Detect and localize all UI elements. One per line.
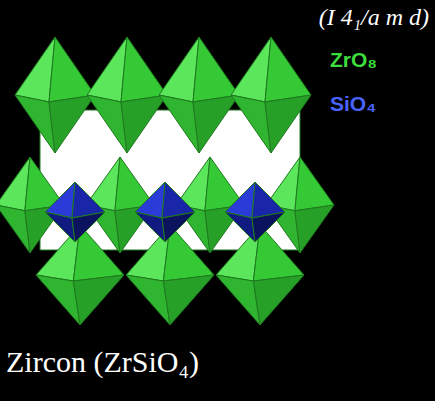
- zro8-polyhedron: [49, 37, 95, 102]
- space-group: (I 4₁/a m d): [319, 4, 429, 31]
- mineral-caption: Zircon (ZrSiO₄): [6, 345, 199, 379]
- zro8-polyhedron: [49, 95, 95, 153]
- zro8-polyhedron: [193, 95, 239, 153]
- zro8-polyhedron: [15, 37, 55, 102]
- zro8-polyhedron: [121, 95, 167, 153]
- sio4-tetrahedron: [72, 212, 105, 242]
- zro8-polyhedron: [231, 37, 271, 102]
- zro8-polyhedron: [73, 275, 124, 325]
- sio4-tetrahedron: [45, 212, 75, 242]
- zro8-label: ZrO₈: [330, 48, 377, 72]
- zro8-polyhedron: [253, 275, 304, 325]
- zro8-polyhedron: [159, 37, 199, 102]
- zro8-polyhedron: [193, 37, 239, 102]
- zro8-polyhedron: [121, 37, 167, 102]
- sio4-tetrahedron: [225, 212, 255, 242]
- zro8-polyhedron: [87, 37, 127, 102]
- sio4-label: SiO₄: [330, 92, 376, 116]
- sio4-tetrahedron: [252, 212, 285, 242]
- sio4-tetrahedron: [162, 212, 195, 242]
- zro8-polyhedron: [163, 275, 214, 325]
- sio4-tetrahedron: [135, 212, 165, 242]
- zro8-polyhedron: [295, 157, 334, 211]
- zro8-polyhedron: [265, 37, 311, 102]
- zro8-polyhedron: [295, 205, 334, 253]
- zro8-polyhedron: [265, 95, 311, 153]
